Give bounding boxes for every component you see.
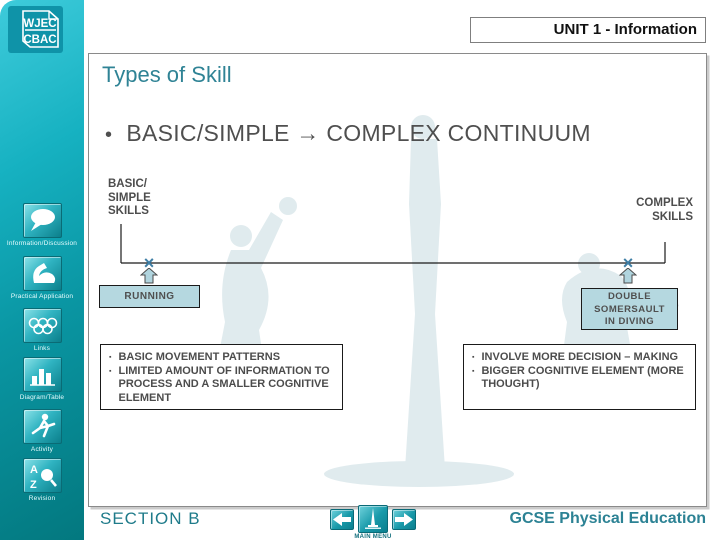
wjec-cbac-logo: WJEC CBAC [8, 6, 63, 53]
main-menu-button[interactable] [358, 505, 388, 533]
up-arrow-icon [619, 268, 637, 284]
sidebar: WJEC CBAC Information/Discussion Practic… [0, 0, 84, 540]
svg-text:Z: Z [30, 479, 37, 491]
arrow-right-icon [393, 510, 415, 529]
olympic-rings-icon [22, 308, 62, 343]
continuum-marker-left: × [143, 253, 155, 273]
svg-text:CBAC: CBAC [23, 34, 56, 46]
arrow-left-icon [331, 510, 353, 529]
monument-icon [359, 506, 387, 532]
forward-button[interactable] [392, 509, 416, 530]
sidebar-item-label: Diagram/Table [19, 394, 65, 401]
slide-title: Types of Skill [102, 62, 232, 87]
sidebar-item-information-discussion[interactable]: Information/Discussion [0, 203, 84, 247]
sidebar-item-label: Revision [28, 495, 56, 502]
az-magnifier-icon: A Z [22, 458, 62, 493]
slide-canvas: Types of Skill BASIC/SIMPLE → COMPLEX CO… [88, 53, 707, 507]
svg-text:A: A [30, 464, 38, 476]
up-arrow-icon [140, 268, 158, 284]
complex-skills-info-box: INVOLVE MORE DECISION – MAKING BIGGER CO… [463, 344, 696, 410]
sidebar-item-label: Practical Application [10, 293, 74, 300]
sidebar-item-practical-application[interactable]: Practical Application [0, 256, 84, 300]
continuum-right-label: COMPLEX SKILLS [636, 197, 693, 223]
bar-chart-icon [22, 357, 62, 392]
continuum-marker-right: × [622, 253, 634, 273]
continuum-left-label: BASIC/ SIMPLE SKILLS [108, 178, 151, 217]
runner-icon [22, 409, 62, 444]
folded-page-icon: WJEC CBAC [22, 10, 59, 48]
sidebar-item-label: Activity [30, 446, 54, 453]
basic-skills-info-box: BASIC MOVEMENT PATTERNS LIMITED AMOUNT O… [100, 344, 343, 410]
course-title: GCSE Physical Education [509, 510, 707, 527]
section-label: SECTION B [100, 509, 201, 528]
list-item: LIMITED AMOUNT OF INFORMATION TO PROCESS… [106, 365, 338, 406]
example-box-running: RUNNING [99, 285, 200, 308]
muscle-arm-icon [22, 256, 62, 291]
sidebar-item-diagram-table[interactable]: Diagram/Table [0, 357, 84, 401]
sidebar-item-label: Links [33, 345, 51, 352]
sidebar-item-links[interactable]: Links [0, 308, 84, 352]
sidebar-item-revision[interactable]: A Z Revision [0, 458, 84, 502]
svg-text:WJEC: WJEC [23, 18, 56, 30]
sidebar-item-activity[interactable]: Activity [0, 409, 84, 453]
list-item: BASIC MOVEMENT PATTERNS [106, 351, 338, 365]
main-menu-label: MAIN MENU [354, 534, 392, 540]
sidebar-item-label: Information/Discussion [6, 240, 78, 247]
headline-text: BASIC/SIMPLE → COMPLEX CONTINUUM [126, 120, 591, 146]
list-item: BIGGER COGNITIVE ELEMENT (MORE THOUGHT) [469, 365, 691, 392]
back-button[interactable] [330, 509, 354, 530]
continuum-line [120, 224, 666, 264]
headline-bullet: BASIC/SIMPLE → COMPLEX CONTINUUM [105, 120, 591, 150]
list-item: INVOLVE MORE DECISION – MAKING [469, 351, 691, 365]
example-box-diving: DOUBLE SOMERSAULT IN DIVING [581, 288, 678, 330]
speech-bubble-icon [22, 203, 62, 238]
unit-header: UNIT 1 - Information [470, 17, 706, 43]
